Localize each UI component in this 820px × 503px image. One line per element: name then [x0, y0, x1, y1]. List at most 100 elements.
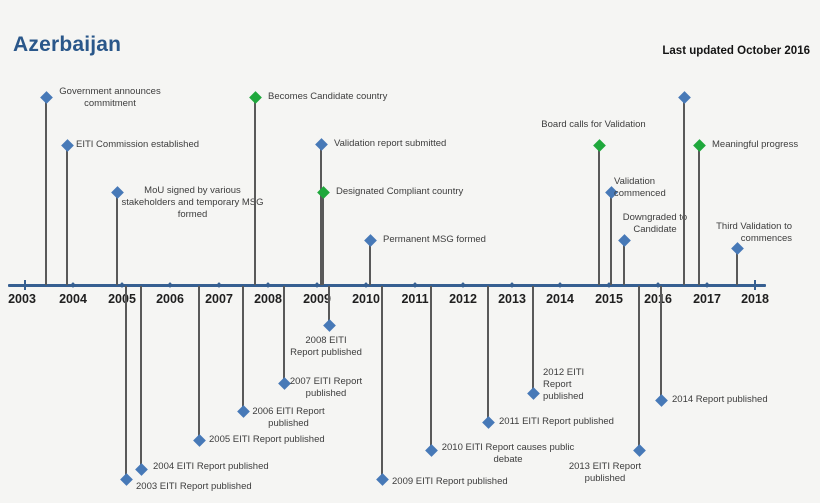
event-label-line: Permanent MSG formed — [383, 234, 486, 245]
event-label: 2003 EITI Report published — [136, 481, 256, 493]
event-label-line: published — [584, 473, 626, 484]
blue-diamond-marker-icon — [632, 443, 646, 457]
year-label: 2010 — [352, 292, 380, 306]
year-label: 2009 — [303, 292, 331, 306]
event-connector-line — [66, 147, 68, 285]
event-label-line: 2005 EITI Report published — [209, 434, 325, 445]
event-label: Board calls for Validation — [536, 119, 651, 131]
event-label: 2004 EITI Report published — [153, 461, 273, 473]
event-connector-line — [638, 286, 640, 448]
year-label: 2012 — [449, 292, 477, 306]
year-label: 2013 — [498, 292, 526, 306]
green-diamond-marker-icon — [248, 90, 262, 104]
event-connector-line — [623, 242, 625, 285]
blue-diamond-marker-icon — [363, 233, 377, 247]
event-label-line: 2009 EITI Report published — [392, 476, 508, 487]
event-label-line: published — [305, 388, 347, 399]
event-connector-line — [140, 286, 142, 467]
event-label: 2011 EITI Report published — [499, 416, 619, 428]
event-connector-line — [283, 286, 285, 381]
blue-diamond-marker-icon — [60, 138, 74, 152]
blue-diamond-marker-icon — [481, 415, 495, 429]
event-label-line: published — [543, 391, 584, 402]
event-connector-line — [430, 286, 432, 448]
event-label-line: Third Validation to — [716, 221, 792, 232]
event-connector-line — [45, 99, 47, 285]
event-connector-line — [736, 250, 738, 285]
blue-diamond-marker-icon — [526, 386, 540, 400]
blue-diamond-marker-icon — [134, 462, 148, 476]
event-label-line: Downgraded to — [622, 212, 688, 223]
event-label-line: EITI Commission established — [76, 139, 200, 150]
blue-diamond-marker-icon — [654, 393, 668, 407]
event-connector-line — [116, 194, 118, 285]
year-label: 2011 — [401, 292, 429, 306]
year-label: 2018 — [741, 292, 769, 306]
event-connector-line — [242, 286, 244, 409]
event-label-line: Validation — [614, 176, 656, 187]
event-label-line: 2011 EITI Report published — [499, 416, 614, 427]
event-label-line: Report — [543, 379, 572, 390]
event-label-line: stakeholders and temporary MSG — [121, 197, 264, 208]
page-title: Azerbaijan — [13, 33, 122, 56]
event-label-line: 2006 EITI Report — [252, 406, 325, 417]
event-label-line: 2008 EITI — [305, 335, 347, 346]
event-connector-line — [610, 194, 612, 285]
event-label-line: published — [268, 418, 309, 429]
year-label: 2015 — [595, 292, 623, 306]
event-label: 2009 EITI Report published — [392, 476, 512, 488]
blue-diamond-marker-icon — [314, 137, 328, 151]
blue-diamond-marker-icon — [192, 433, 206, 447]
event-connector-line — [369, 242, 371, 285]
event-connector-line — [683, 99, 685, 285]
event-label-line: formed — [177, 209, 208, 220]
year-label: 2017 — [693, 292, 721, 306]
event-label-line: 2010 EITI Report causes public — [441, 442, 575, 453]
event-label-line: commences — [740, 233, 792, 244]
event-connector-line — [254, 99, 256, 285]
event-label-line: MoU signed by various — [144, 185, 241, 196]
event-label-line: Designated Compliant country — [336, 186, 464, 197]
year-label: 2007 — [205, 292, 233, 306]
event-connector-line — [698, 147, 700, 285]
event-label-line: commenced — [614, 188, 666, 199]
year-label: 2016 — [644, 292, 672, 306]
green-diamond-marker-icon — [692, 138, 706, 152]
event-label-line: Government announces — [59, 86, 161, 97]
blue-diamond-marker-icon — [375, 472, 389, 486]
green-diamond-marker-icon — [592, 138, 606, 152]
event-label-line: commitment — [84, 98, 136, 109]
year-label: 2006 — [156, 292, 184, 306]
event-label: Meaningful progress — [712, 139, 807, 151]
event-connector-line — [198, 286, 200, 438]
blue-diamond-marker-icon — [236, 404, 250, 418]
last-updated-note: Last updated October 2016 — [662, 45, 810, 57]
blue-diamond-marker-icon — [677, 90, 691, 104]
timeline-axis-line — [8, 284, 766, 287]
event-label-line: 2013 EITI Report — [568, 461, 642, 472]
event-connector-line — [660, 286, 662, 398]
event-label: EITI Commission established — [76, 139, 206, 151]
event-connector-line — [125, 286, 127, 477]
event-label: Validation report submitted — [334, 138, 456, 150]
event-connector-line — [532, 286, 534, 391]
event-label-line: 2007 EITI Report — [289, 376, 363, 387]
event-label-line: Becomes Candidate country — [268, 91, 388, 102]
year-label: 2008 — [254, 292, 282, 306]
event-connector-line — [320, 146, 322, 285]
event-connector-line — [598, 147, 600, 285]
event-label-line: debate — [493, 454, 523, 465]
blue-diamond-marker-icon — [322, 318, 336, 332]
event-label-line: Candidate — [633, 224, 677, 235]
blue-diamond-marker-icon — [424, 443, 438, 457]
